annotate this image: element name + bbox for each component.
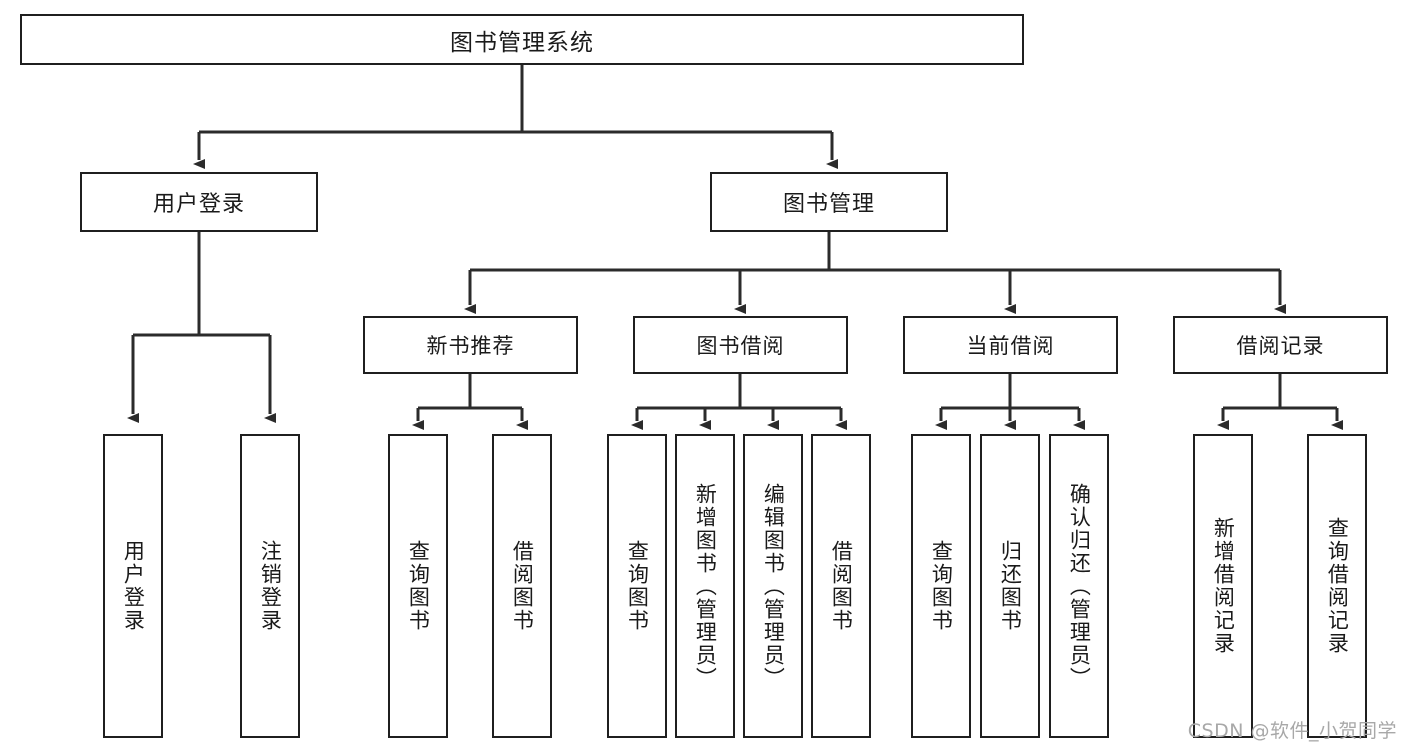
node-leaf-borrow-book-1[interactable]: 借阅图书 bbox=[492, 434, 552, 738]
node-current-borrow[interactable]: 当前借阅 bbox=[903, 316, 1118, 374]
node-book-borrow[interactable]: 图书借阅 bbox=[633, 316, 848, 374]
node-leaf-logout-login[interactable]: 注销登录 bbox=[240, 434, 300, 738]
node-leaf-add-book-admin-label: 新增图书（管理员） bbox=[693, 482, 718, 690]
node-leaf-confirm-return-admin[interactable]: 确认归还（管理员） bbox=[1049, 434, 1109, 738]
node-book-management-label: 图书管理 bbox=[782, 192, 875, 217]
node-current-borrow-label: 当前借阅 bbox=[966, 334, 1055, 358]
node-leaf-edit-book-admin-label: 编辑图书（管理员） bbox=[761, 482, 786, 690]
node-leaf-logout-login-label: 注销登录 bbox=[258, 540, 283, 632]
node-borrow-record-label: 借阅记录 bbox=[1236, 334, 1325, 358]
node-user-login-label: 用户登录 bbox=[152, 192, 245, 217]
node-root[interactable]: 图书管理系统 bbox=[20, 14, 1024, 65]
node-leaf-return-book[interactable]: 归还图书 bbox=[980, 434, 1040, 738]
node-leaf-query-book-3-label: 查询图书 bbox=[929, 540, 954, 632]
node-leaf-borrow-book-2-label: 借阅图书 bbox=[829, 540, 854, 632]
node-leaf-query-book-2[interactable]: 查询图书 bbox=[607, 434, 667, 738]
node-leaf-borrow-book-2[interactable]: 借阅图书 bbox=[811, 434, 871, 738]
node-new-book-recommend-label: 新书推荐 bbox=[426, 334, 515, 358]
node-leaf-return-book-label: 归还图书 bbox=[998, 540, 1023, 632]
node-leaf-query-book-2-label: 查询图书 bbox=[625, 540, 650, 632]
node-book-borrow-label: 图书借阅 bbox=[696, 334, 785, 358]
node-leaf-query-borrow-record-label: 查询借阅记录 bbox=[1325, 517, 1350, 655]
node-leaf-add-borrow-record[interactable]: 新增借阅记录 bbox=[1193, 434, 1253, 738]
node-root-label: 图书管理系统 bbox=[450, 29, 594, 56]
node-leaf-query-book-3[interactable]: 查询图书 bbox=[911, 434, 971, 738]
node-leaf-borrow-book-1-label: 借阅图书 bbox=[510, 540, 535, 632]
node-leaf-query-borrow-record[interactable]: 查询借阅记录 bbox=[1307, 434, 1367, 738]
watermark-text: CSDN @软件_小贺同学 bbox=[1187, 720, 1397, 742]
node-book-management[interactable]: 图书管理 bbox=[710, 172, 948, 232]
node-leaf-query-book-1-label: 查询图书 bbox=[406, 540, 431, 632]
node-new-book-recommend[interactable]: 新书推荐 bbox=[363, 316, 578, 374]
node-leaf-add-borrow-record-label: 新增借阅记录 bbox=[1211, 517, 1236, 655]
node-leaf-user-login[interactable]: 用户登录 bbox=[103, 434, 163, 738]
node-leaf-add-book-admin[interactable]: 新增图书（管理员） bbox=[675, 434, 735, 738]
node-leaf-edit-book-admin[interactable]: 编辑图书（管理员） bbox=[743, 434, 803, 738]
node-leaf-query-book-1[interactable]: 查询图书 bbox=[388, 434, 448, 738]
node-leaf-user-login-label: 用户登录 bbox=[121, 540, 146, 632]
node-borrow-record[interactable]: 借阅记录 bbox=[1173, 316, 1388, 374]
node-leaf-confirm-return-admin-label: 确认归还（管理员） bbox=[1067, 482, 1092, 690]
node-user-login[interactable]: 用户登录 bbox=[80, 172, 318, 232]
